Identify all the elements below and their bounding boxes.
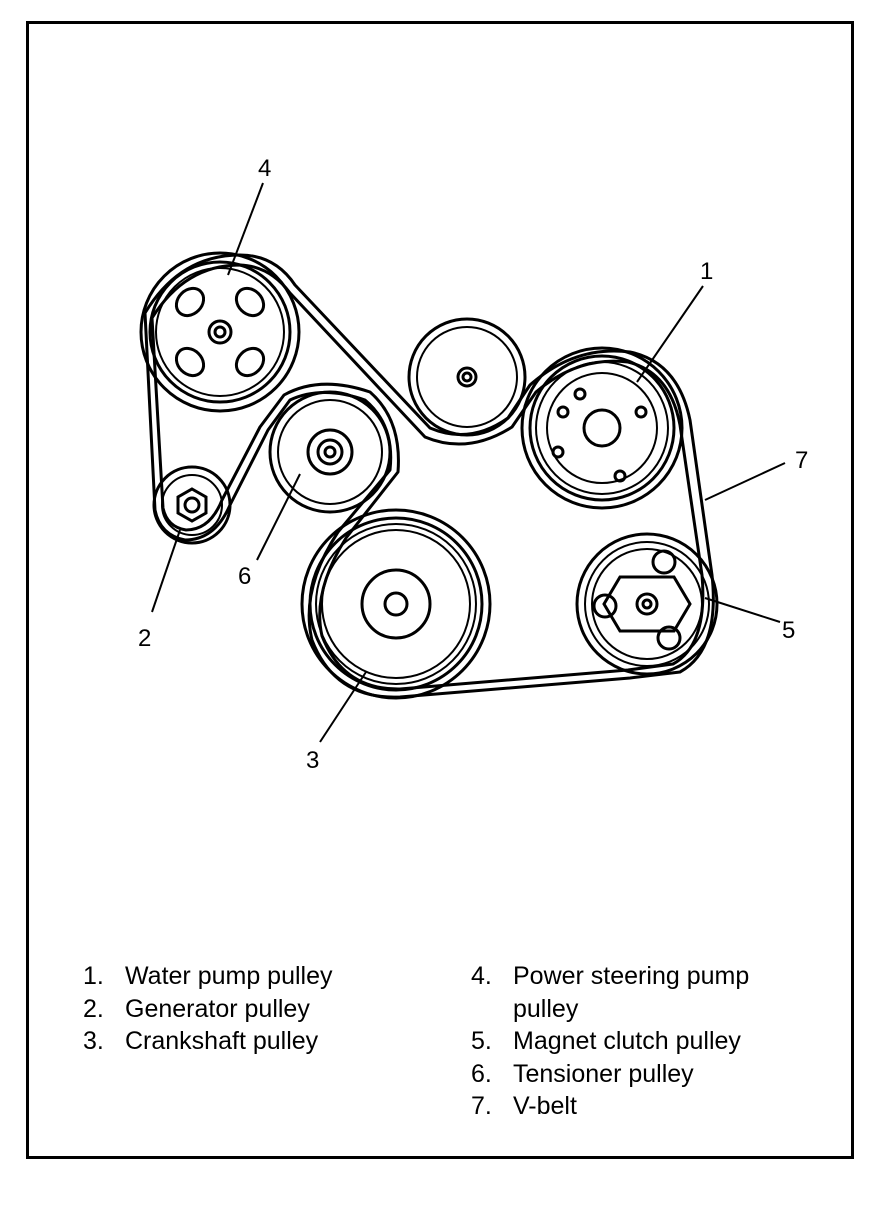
legend-item-magnet-clutch-pulley: 5. Magnet clutch pulley: [471, 1027, 741, 1055]
callout-2: 2: [138, 625, 151, 652]
legend-item-generator-pulley: 2. Generator pulley: [83, 994, 310, 1023]
legend-right-column: 4. Power steering pump pulley 5. Magnet …: [471, 960, 811, 1123]
legend-item-v-belt: 7. V-belt: [471, 1092, 577, 1120]
diagram-frame: [26, 21, 854, 1159]
crankshaft-pulley: [300, 508, 492, 700]
callout-7: 7: [795, 447, 808, 474]
legend-item-tensioner-pulley: 6. Tensioner pulley: [471, 1059, 694, 1088]
magnet-clutch-pulley: [575, 532, 719, 676]
legend-item-power-steering-pump-pulley: 4. Power steering pump pulley: [471, 962, 750, 1023]
tensioner-pulley: [268, 390, 392, 514]
callout-3: 3: [306, 747, 319, 774]
legend-left-column: 1. Water pump pulley 2. Generator pulley…: [83, 960, 403, 1058]
callout-1: 1: [700, 258, 713, 285]
leader-lines: [151, 182, 786, 743]
power-steering-pump-pulley: [139, 251, 301, 413]
callout-6: 6: [238, 563, 251, 590]
water-pump-pulley: [520, 346, 684, 510]
callout-4: 4: [258, 155, 271, 182]
legend-item-crankshaft-pulley: 3. Crankshaft pulley: [83, 1027, 319, 1055]
generator-pulley: [152, 465, 232, 545]
v-belt: [143, 253, 715, 699]
legend-item-water-pump-pulley: 1. Water pump pulley: [83, 962, 333, 990]
idler-pulley: [407, 317, 527, 437]
callout-labels: 4 1 7 2 6 5 3: [138, 155, 808, 774]
callout-5: 5: [782, 617, 795, 644]
